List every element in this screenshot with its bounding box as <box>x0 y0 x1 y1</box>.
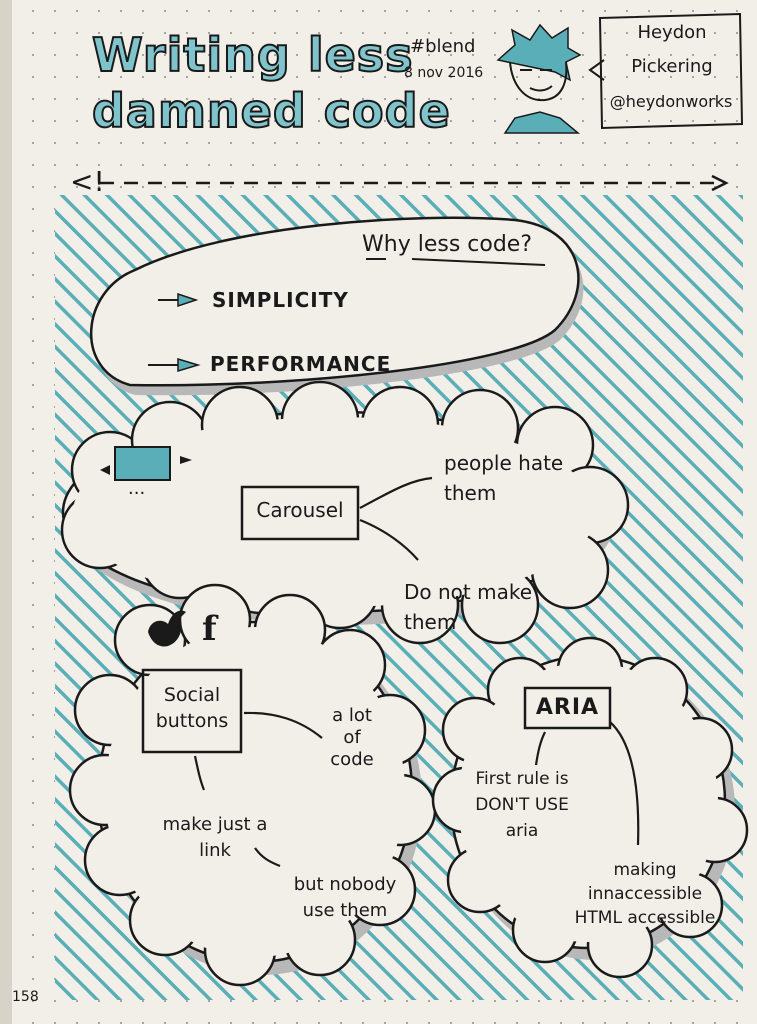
aria-note-first-rule: First rule is DON'T USE aria <box>475 769 569 841</box>
reason-simplicity: SIMPLICITY <box>212 288 349 312</box>
reason-performance: PERFORMANCE <box>210 352 392 376</box>
speaker-first-name: Heydon <box>637 22 707 43</box>
arrow-icon <box>158 292 199 308</box>
html-comment-open: <! <box>70 165 105 198</box>
aria-box <box>523 686 612 730</box>
facebook-icon: f <box>202 609 217 649</box>
aria-note-making: making innaccessible HTML accessible <box>574 860 716 928</box>
social-note-link: make just a link <box>162 814 268 861</box>
social-cloud <box>68 583 437 987</box>
social-buttons-label: Social buttons <box>155 684 229 732</box>
carousel-note-dont: Do not make them <box>404 580 533 634</box>
page-number: 158 <box>12 989 39 1005</box>
carousel-cloud <box>60 380 630 645</box>
arrowhead-icon <box>711 174 729 192</box>
page-gutter <box>0 0 12 1024</box>
aria-cloud <box>431 636 749 979</box>
title-line-1: Writing less <box>91 28 414 82</box>
social-buttons-box <box>141 668 243 754</box>
social-note-code: a lot of code <box>330 705 374 770</box>
event-date: 8 nov 2016 <box>404 65 484 81</box>
event-tag: #blend <box>410 36 476 57</box>
why-bubble <box>90 216 580 387</box>
speaker-box <box>598 12 744 130</box>
social-note-nobody: but nobody use them <box>293 874 397 921</box>
carousel-ellipsis: ... <box>128 478 146 499</box>
why-question: Why less code? <box>362 232 533 257</box>
arrow-icon <box>148 357 201 373</box>
aria-label: ARIA <box>535 695 600 720</box>
carousel-label: Carousel <box>256 498 344 522</box>
carousel-note-hate: people hate them <box>444 451 564 505</box>
carousel-box <box>240 485 360 541</box>
carousel-icon <box>100 446 192 481</box>
bird-icon <box>148 610 186 647</box>
speaker-last-name: Pickering <box>631 56 713 77</box>
title-line-2: damned code <box>91 84 451 138</box>
speaker-handle: @heydonworks <box>609 92 733 111</box>
speaker-portrait <box>496 23 582 134</box>
